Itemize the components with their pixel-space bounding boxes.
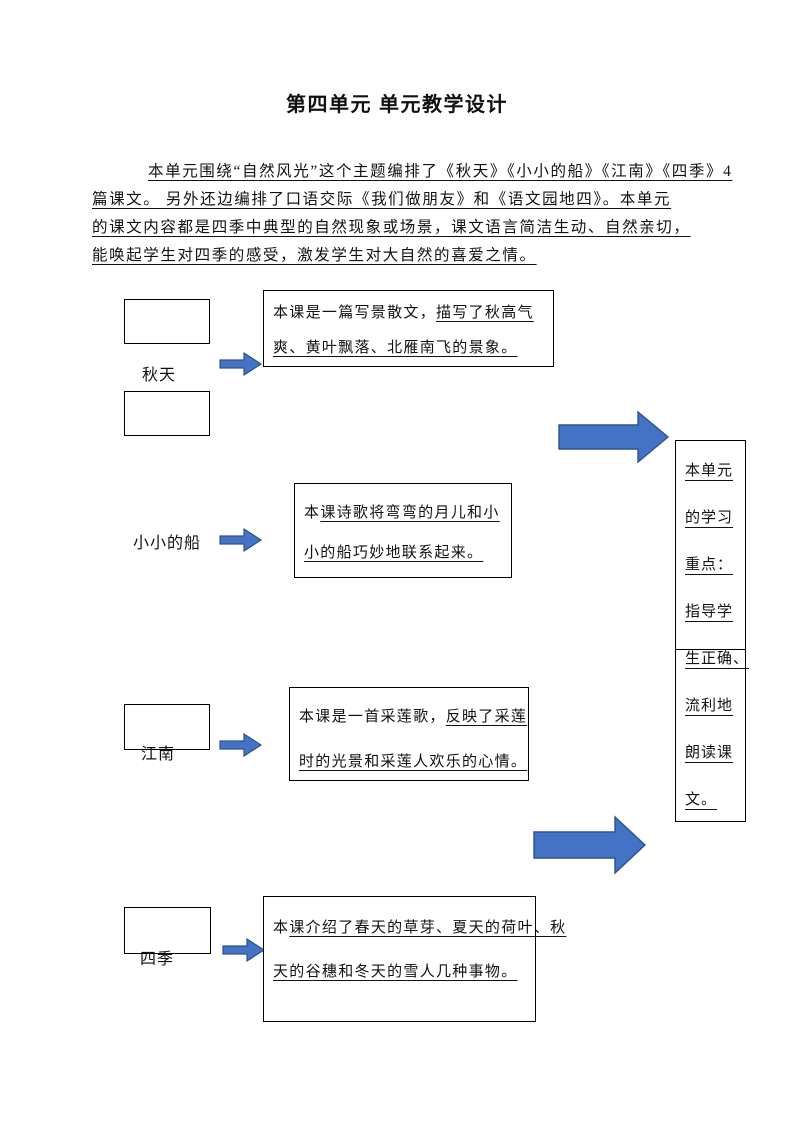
page-title: 第四单元 单元教学设计 bbox=[285, 94, 509, 116]
description-underlined: 反映了采莲时的光景和采莲人欢乐的心情。 bbox=[299, 709, 528, 770]
right-arrow-icon bbox=[219, 527, 263, 553]
focus-line: 指导学 bbox=[685, 604, 734, 620]
right-arrow-icon bbox=[219, 351, 263, 377]
paragraph-line: 篇课文。 另外还边编排了口语交际《我们做朋友》和《语文园地四》。本单元 bbox=[92, 191, 672, 208]
focus-line: 文。 bbox=[685, 792, 718, 808]
intro-paragraph: 本单元围绕“自然风光”这个主题编排了《秋天》《小小的船》《江南》《四季》4 篇课… bbox=[92, 158, 732, 270]
description-text: 本课是一首采莲歌，反映了采莲时的光景和采莲人欢乐的心情。 bbox=[299, 695, 535, 785]
empty-box bbox=[124, 391, 210, 436]
description-box-qiutian: 本课是一篇写景散文，描写了秋高气爽、黄叶飘落、北雁南飞的景象。 bbox=[263, 290, 554, 367]
divider-line bbox=[676, 649, 745, 650]
big-right-arrow-icon bbox=[533, 815, 647, 875]
focus-line: 朗读课 bbox=[685, 745, 734, 761]
right-arrow-icon bbox=[219, 732, 263, 758]
description-plain: 本课是一篇写景散文， bbox=[273, 305, 437, 321]
lesson-label-siji: 四季 bbox=[140, 951, 175, 968]
paragraph-line: 能唤起学生对四季的感受，激发学生对大自然的喜爱之情。 bbox=[92, 247, 537, 264]
focus-line: 本单元 bbox=[685, 463, 734, 479]
paragraph-line: 本单元围绕“自然风光”这个主题编排了《秋天》《小小的船》《江南》《四季》4 bbox=[148, 163, 733, 180]
lesson-label-jiangnan: 江南 bbox=[141, 746, 176, 763]
description-plain: 本 bbox=[304, 505, 321, 521]
right-arrow-icon bbox=[222, 937, 266, 963]
description-box-siji: 本课介绍了春天的草芽、夏天的荷叶、秋天的谷穗和冬天的雪人几种事物。 bbox=[263, 896, 565, 1022]
focus-line: 的学习 bbox=[685, 510, 734, 526]
empty-box bbox=[124, 704, 210, 750]
description-box-xiaoxiaodechuan: 本课诗歌将弯弯的月儿和小小的船巧妙地联系起来。 bbox=[294, 483, 512, 578]
empty-box bbox=[124, 299, 210, 344]
focus-line: 流利地 bbox=[685, 698, 734, 714]
lesson-label-xiaoxiaodechuan: 小小的船 bbox=[133, 535, 202, 552]
description-underlined: 描写了秋高气爽、黄叶飘落、北雁南飞的景象。 bbox=[273, 305, 534, 356]
description-text: 本课是一篇写景散文，描写了秋高气爽、黄叶飘落、北雁南飞的景象。 bbox=[273, 296, 549, 366]
description-underlined: 课诗歌将弯弯的月儿和小小的船巧妙地联系起来。 bbox=[304, 505, 500, 561]
empty-box bbox=[124, 907, 211, 954]
description-text: 本课诗歌将弯弯的月儿和小小的船巧妙地联系起来。 bbox=[304, 493, 505, 573]
description-plain: 本 bbox=[273, 920, 290, 936]
paragraph-line: 的课文内容都是四季中典型的自然现象或场景，课文语言简洁生动、自然亲切， bbox=[92, 219, 691, 236]
description-plain: 本课是一首采莲歌， bbox=[299, 709, 446, 725]
unit-focus-box: 本单元 的学习 重点： 指导学 生正确、 流利地 朗读课 文。 bbox=[675, 440, 750, 824]
focus-line: 重点： bbox=[685, 557, 734, 573]
focus-line: 生正确、 bbox=[685, 651, 750, 667]
unit-focus-lines: 本单元 的学习 重点： 指导学 生正确、 流利地 朗读课 文。 bbox=[676, 441, 750, 824]
big-right-arrow-icon bbox=[558, 410, 670, 464]
description-underlined: 课介绍了春天的草芽、夏天的荷叶、秋天的谷穗和冬天的雪人几种事物。 bbox=[273, 920, 567, 980]
description-text: 本课介绍了春天的草芽、夏天的荷叶、秋天的谷穗和冬天的雪人几种事物。 bbox=[273, 906, 573, 994]
description-box-jiangnan: 本课是一首采莲歌，反映了采莲时的光景和采莲人欢乐的心情。 bbox=[289, 687, 529, 781]
lesson-label-qiutian: 秋天 bbox=[142, 367, 177, 384]
